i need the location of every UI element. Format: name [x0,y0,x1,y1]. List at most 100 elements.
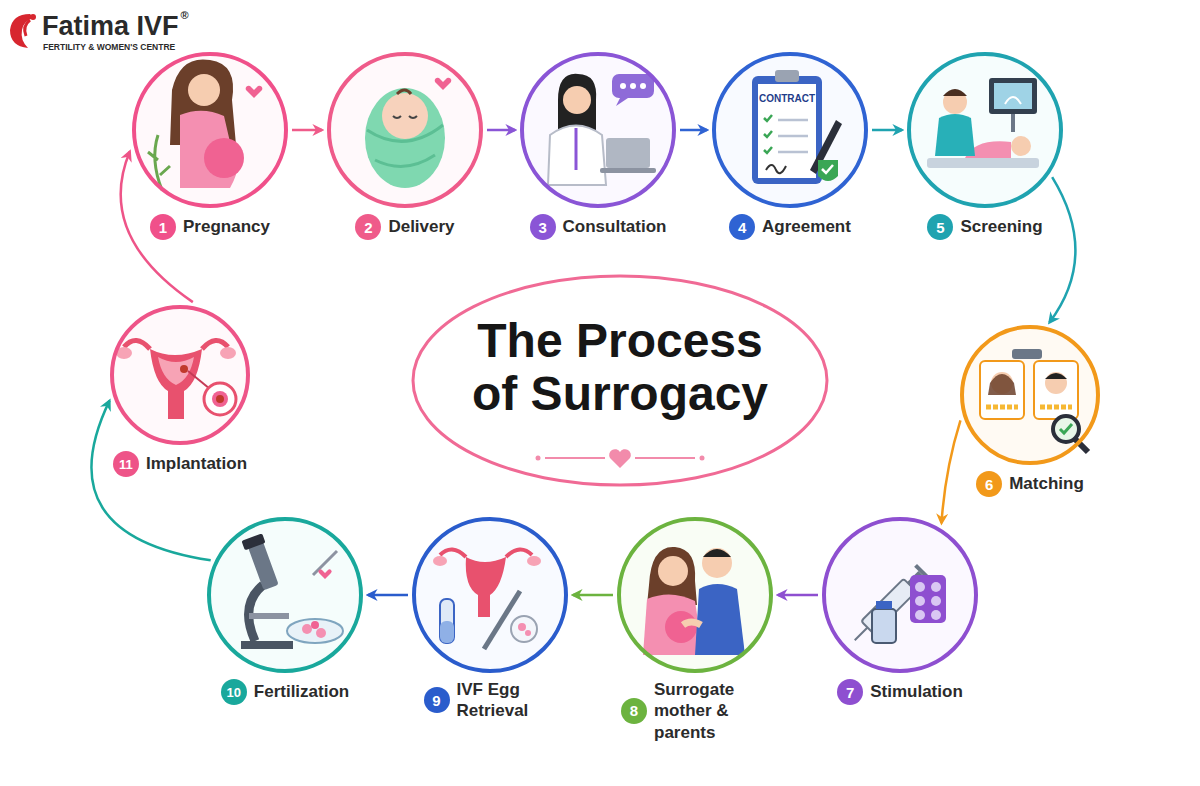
step-circle: 10Fertilization [207,517,363,673]
baby [397,90,411,94]
step-label: 2Delivery [355,214,454,240]
doctor [563,86,591,114]
step-name: Screening [960,216,1042,237]
medication [931,610,941,620]
profile-cards [1075,439,1088,452]
profile-cards [988,374,1016,395]
profile-cards [1060,424,1072,433]
doctor [558,74,596,130]
step-label: 9 IVF Egg Retrieval [424,679,557,722]
microscope [241,533,343,649]
couple [658,556,688,586]
circle-fill [329,54,481,206]
flow-arrow [487,129,515,132]
couple [702,548,732,578]
circle-fill [962,327,1098,463]
contract-clipboard [766,165,786,173]
step-number: 6 [976,471,1002,497]
contract-clipboard [818,160,838,181]
flow-arrow [91,401,210,561]
doctor [612,74,654,98]
step-number: 9 [424,687,450,713]
step-label: 11Implantation [113,451,247,477]
uterus-and-tube [525,630,531,636]
step-label: 1Pregnancy [150,214,270,240]
uterus-embryo [116,347,132,359]
microscope [249,613,289,619]
step-number: 1 [150,214,176,240]
doctor [606,138,650,168]
doctor [616,98,628,106]
uterus-and-tube [433,556,447,566]
logo-text: FERTILITY & WOMEN'S CENTRE [43,42,175,52]
ultrasound-scene [943,89,967,96]
logo-icon [30,14,36,20]
title-ellipse: The Process of Surrogacy [410,273,830,488]
circle-fill [619,519,771,671]
pregnant-woman [246,86,263,98]
profile-cards [1045,373,1067,379]
medication [915,596,925,606]
step-label: 6Matching [976,471,1084,497]
flow-arrow [942,420,961,523]
uterus-and-tube [433,549,541,649]
circle-fill [714,54,866,206]
step-name: Stimulation [870,681,963,702]
profile-cards [986,405,1072,410]
doctor [600,168,656,173]
title-ornament [536,449,705,468]
step-circle: 8Surrogate mother & parents [617,517,773,673]
uterus-and-tube [440,621,454,643]
microscope [313,551,337,575]
step-number: 7 [837,679,863,705]
circle-fill [209,519,361,671]
baby [435,78,452,90]
couple [695,584,745,655]
medication [910,575,946,623]
pregnant-woman [204,138,244,178]
medication [931,582,941,592]
ultrasound-scene [943,90,967,114]
circle-fill [112,307,248,443]
step-number: 8 [621,698,647,724]
step-circle: 7Stimulation [822,517,978,673]
step-name: IVF Egg Retrieval [457,679,557,722]
ultrasound-scene [927,78,1039,168]
uterus-embryo [180,365,188,373]
flow-arrow [292,129,322,132]
step-circle: 2Delivery [327,52,483,208]
step-label: 3 Consultation [530,214,667,240]
medication [876,601,892,609]
step-name: Surrogate mother & parents [654,679,769,743]
flow-arrow [680,129,707,132]
ultrasound-scene [994,83,1032,109]
medication [848,564,946,647]
circle-fill [414,519,566,671]
flow-arrow [778,594,818,597]
step-number: 3 [530,214,556,240]
ultrasound-scene [989,78,1037,114]
logo-text: ® [181,9,189,21]
step-number: 2 [355,214,381,240]
baby [367,125,443,166]
step-name: Consultation [563,216,667,237]
step-name: Agreement [762,216,851,237]
couple [643,547,745,655]
couple [683,622,701,625]
uterus-and-tube [527,556,541,566]
title-ornament [536,456,541,461]
microscope [302,624,312,634]
step-number: 4 [729,214,755,240]
baby [365,78,451,188]
step-circle: 9IVF Egg Retrieval [412,517,568,673]
microscope [287,619,343,643]
logo-icon [10,14,34,48]
circle-fill [522,54,674,206]
baby [365,88,445,188]
contract-clipboard [822,165,833,173]
pregnant-woman [148,59,262,190]
logo-icon [25,20,30,36]
uterus-embryo [220,347,236,359]
doctor [630,83,636,89]
couple [643,594,703,655]
